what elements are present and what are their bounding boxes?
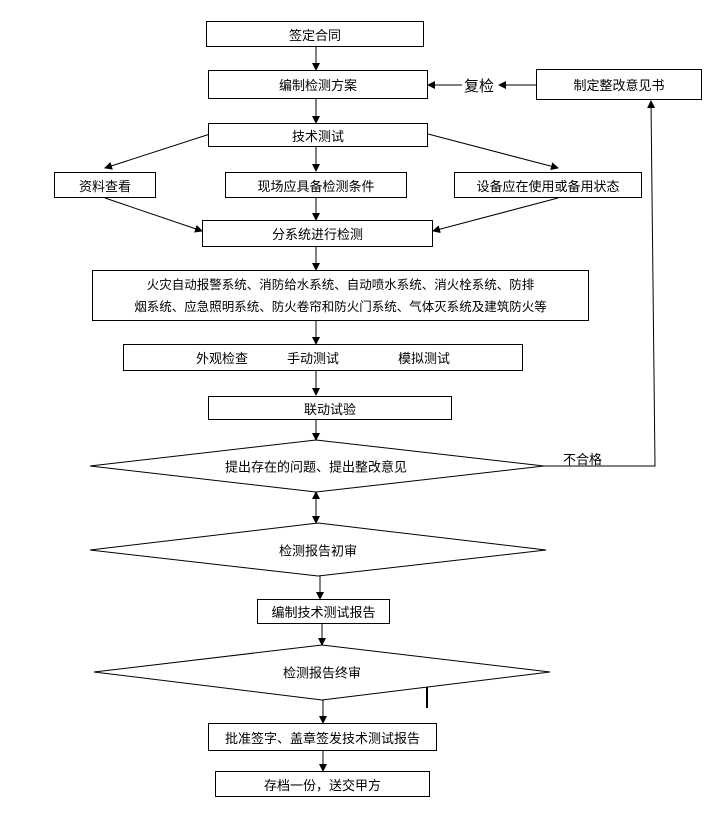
node-site-conditions-label: 现场应具备检测条件 [257, 179, 375, 195]
decision-diamond-issues [89, 439, 545, 493]
node-tech-test-label: 技术测试 [291, 129, 344, 145]
node-compile-plan: 编制检测方案 [208, 70, 428, 99]
node-sign-contract: 签定合同 [206, 21, 424, 47]
node-systems-list: 火灾自动报警系统、消防给水系统、自动喷水系统、消火栓系统、防排 烟系统、应急照明… [92, 270, 589, 321]
decision-final-label: 检测报告终审 [282, 666, 362, 682]
arrow-materials-to-subsystem [104, 197, 203, 233]
node-compile-plan-label: 编制检测方案 [278, 79, 357, 94]
node-subsystem-test: 分系统进行检测 [202, 220, 433, 247]
decision-diamond-final [93, 644, 551, 701]
node-materials: 资料查看 [54, 172, 156, 198]
node-approve-issue: 批准签字、盖章签发技术测试报告 [208, 723, 437, 751]
decision-issues-label: 提出存在的问题、提出整改意见 [224, 460, 408, 476]
node-approve-issue-label: 批准签字、盖章签发技术测试报告 [224, 731, 420, 747]
node-compile-report-label: 编制技术测试报告 [271, 606, 376, 621]
node-linkage-test: 联动试验 [208, 396, 452, 420]
node-materials-label: 资料查看 [78, 179, 131, 195]
arrow-equipment-to-subsystem [432, 197, 559, 234]
visual-check-label: 外观检查 [196, 352, 249, 367]
decision-diamond-prelim [89, 522, 547, 577]
node-systems-line1: 火灾自动报警系统、消防给水系统、自动喷水系统、消火栓系统、防排 [146, 276, 535, 292]
node-equipment-state-label: 设备应在使用或备用状态 [476, 179, 620, 195]
node-rectification-notice: 制定整改意见书 [536, 69, 702, 100]
arrow-unqualified-to-notice [544, 100, 656, 467]
node-archive: 存档一份，送交甲方 [215, 771, 430, 797]
arrow-test-to-materials [104, 133, 211, 170]
arrow-test-to-equipment [427, 133, 559, 171]
node-test-methods: 外观检查 手动测试 模拟测试 [123, 344, 523, 371]
node-rectification-notice-label: 制定整改意见书 [573, 79, 665, 94]
node-systems-line2: 烟系统、应急照明系统、防火卷帘和防火门系统、气体灭系统及建筑防火等 [134, 298, 547, 314]
label-recheck: 复检 [464, 77, 495, 95]
node-sign-contract-label: 签定合同 [288, 28, 341, 44]
decision-prelim-label: 检测报告初审 [278, 544, 358, 560]
node-linkage-test-label: 联动试验 [303, 402, 356, 418]
node-site-conditions: 现场应具备检测条件 [225, 172, 407, 198]
node-archive-label: 存档一份，送交甲方 [263, 778, 381, 794]
label-unqualified: 不合格 [563, 453, 603, 468]
manual-test-label: 手动测试 [287, 352, 340, 367]
simulated-test-label: 模拟测试 [398, 352, 451, 367]
node-tech-test: 技术测试 [208, 123, 428, 147]
node-compile-report: 编制技术测试报告 [257, 599, 390, 624]
node-subsystem-test-label: 分系统进行检测 [271, 228, 363, 243]
node-equipment-state: 设备应在使用或备用状态 [454, 172, 642, 198]
